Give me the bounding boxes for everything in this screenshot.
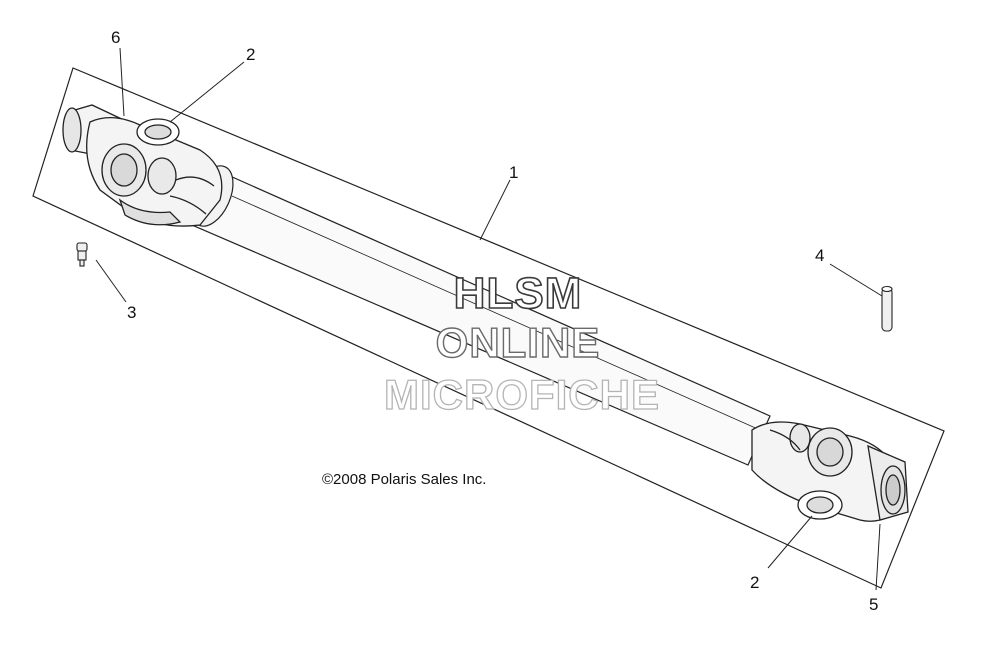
rear-u-joint <box>751 421 909 522</box>
watermark-line-3: MICROFICHE <box>383 371 660 418</box>
roll-pin <box>881 285 893 332</box>
callout-1: 1 <box>509 163 519 182</box>
assembly-outline <box>32 67 945 589</box>
watermark-line-1: HLSM <box>453 269 583 318</box>
callout-3: 3 <box>127 303 137 322</box>
callout-6: 6 <box>111 28 121 47</box>
copyright-notice: ©2008 Polaris Sales Inc. <box>322 471 487 488</box>
callout-4: 4 <box>815 246 825 265</box>
watermark-line-2: ONLINE <box>435 319 601 366</box>
leader-lines <box>95 47 883 591</box>
callout-2-bottom: 2 <box>750 573 760 592</box>
callout-2-top: 2 <box>246 45 256 64</box>
front-u-joint <box>62 104 223 227</box>
callout-5: 5 <box>869 595 879 614</box>
grease-fitting <box>76 242 88 267</box>
